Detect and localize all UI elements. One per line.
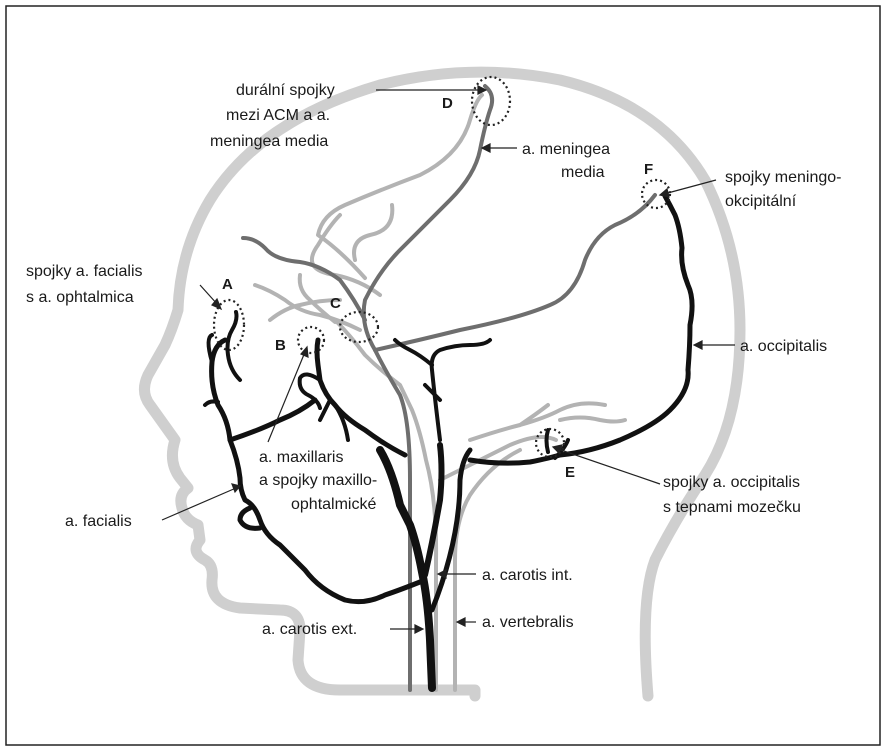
label-maxillaris-3: ophtalmické bbox=[291, 496, 376, 513]
artery-branch-3 bbox=[354, 205, 392, 260]
marker-d: D bbox=[442, 95, 453, 112]
artery-temporal-branch bbox=[432, 340, 490, 440]
marker-e: E bbox=[565, 464, 575, 481]
pointer-maxillaris bbox=[268, 352, 305, 442]
artery-cerebellar-1 bbox=[470, 403, 605, 440]
artery-facialis-branch-3 bbox=[209, 335, 213, 362]
pointer-meningea-arrow bbox=[482, 144, 490, 152]
marker-f: F bbox=[644, 161, 653, 178]
label-facialis-spojky-1: spojky a. facialis bbox=[26, 263, 143, 280]
pointer-meningo-arrow bbox=[660, 189, 669, 197]
label-dural-1: durální spojky bbox=[236, 82, 335, 99]
label-meningo-2: okcipitální bbox=[725, 193, 797, 210]
artery-cerebri-anterior bbox=[255, 285, 360, 330]
pointer-vertebralis-arrow bbox=[457, 618, 465, 626]
label-carotis-ext: a. carotis ext. bbox=[262, 621, 357, 638]
artery-occipitalis-branch bbox=[547, 430, 549, 452]
pointer-occipitalis-arrow bbox=[694, 341, 702, 349]
diagram-border bbox=[6, 6, 880, 745]
label-dural-2: mezi ACM a a. bbox=[226, 107, 330, 124]
pointer-facialis-arrow bbox=[232, 484, 240, 492]
label-occ-spojky-2: s tepnami mozečku bbox=[663, 499, 801, 516]
label-facialis: a. facialis bbox=[65, 513, 132, 530]
pointer-carotis-ext-arrow bbox=[415, 625, 423, 633]
label-occ-spojky-1: spojky a. occipitalis bbox=[663, 474, 800, 491]
marker-b: B bbox=[275, 337, 286, 354]
pointer-facialis bbox=[162, 488, 236, 520]
marker-circle-c bbox=[340, 312, 378, 342]
artery-maxillaris-branch-2 bbox=[320, 400, 330, 420]
label-maxillaris-2: a spojky maxillo- bbox=[259, 472, 377, 489]
label-vertebralis: a. vertebralis bbox=[482, 614, 574, 631]
label-maxillaris-1: a. maxillaris bbox=[259, 449, 343, 466]
marker-circle-e bbox=[536, 429, 564, 457]
label-meningo-1: spojky meningo- bbox=[725, 169, 842, 186]
artery-maxillaris bbox=[317, 340, 405, 455]
artery-cerebellar-3 bbox=[560, 418, 625, 422]
label-meningea-2: media bbox=[561, 164, 605, 181]
label-carotis-int: a. carotis int. bbox=[482, 567, 573, 584]
artery-facial-upper bbox=[230, 400, 315, 440]
artery-meningeal-occipital bbox=[375, 195, 655, 350]
label-dural-3: meningea media bbox=[210, 133, 328, 150]
label-occipitalis: a. occipitalis bbox=[740, 338, 827, 355]
internal-carotis-tree bbox=[255, 95, 625, 690]
artery-occipitalis bbox=[470, 196, 692, 463]
label-facialis-spojky-2: s a. ophtalmica bbox=[26, 289, 134, 306]
artery-temporal-branch-2 bbox=[395, 340, 432, 365]
marker-a: A bbox=[222, 276, 233, 293]
label-meningea-1: a. meningea bbox=[522, 141, 610, 158]
marker-c: C bbox=[330, 295, 341, 312]
